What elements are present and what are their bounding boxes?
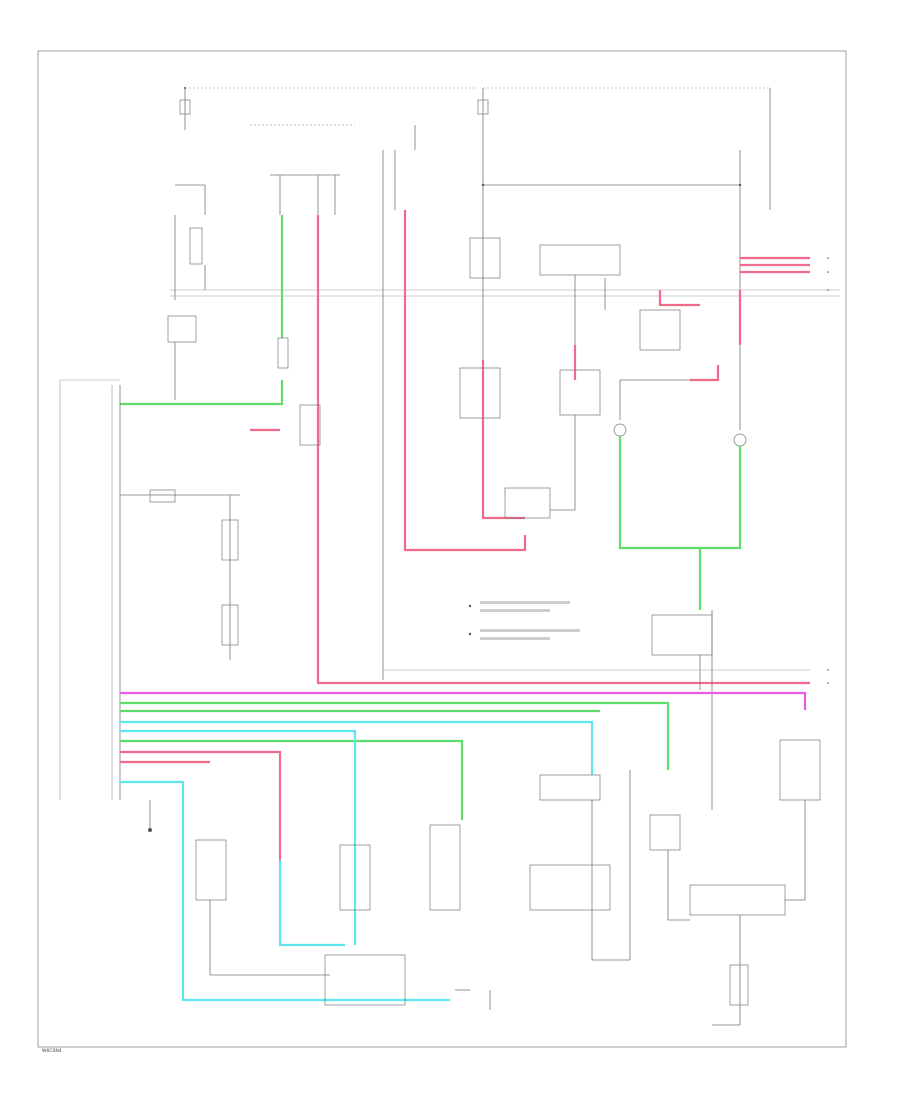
- pink-wire-ignition: [316, 215, 810, 685]
- green-wire-upper: [120, 215, 284, 406]
- right-connector: [383, 257, 829, 684]
- left-connector: [59, 379, 152, 832]
- relay-center: [469, 237, 621, 360]
- pink-bus-right: [740, 256, 810, 274]
- cyan-wire-bus-2: [120, 729, 357, 830]
- green-wire-lamp-return: [618, 436, 742, 610]
- legend-notes: [468, 601, 580, 640]
- relay-left-middle: [120, 404, 321, 660]
- component-bottom-left: [195, 839, 330, 976]
- power-feed-center: [477, 87, 771, 310]
- cyan-wire-loop: [278, 830, 357, 947]
- ignition-switch: [250, 124, 416, 680]
- relay-left-lower: [167, 315, 197, 400]
- cyan-wire-bus-1: [120, 720, 594, 775]
- footer-code: W6C0N4: [42, 1048, 62, 1054]
- component-bottom-mid: [324, 824, 491, 1010]
- switch-right-middle: [651, 610, 713, 810]
- green-wire-bus-1: [120, 701, 670, 770]
- magenta-wire-bus: [120, 691, 807, 710]
- green-wire-bus-3: [120, 739, 464, 820]
- component-bottom-right: [649, 739, 821, 1026]
- diagram-frame: [37, 50, 847, 1048]
- relay-left-upper: [170, 184, 840, 300]
- power-feed-left: [179, 87, 475, 130]
- pink-wire-relay-a: [481, 360, 525, 520]
- pink-wire-center: [403, 210, 527, 552]
- relay-right: [613, 290, 747, 447]
- pink-wire-bus-1: [120, 750, 282, 860]
- component-bottom-center: [529, 770, 631, 961]
- cyan-wire-bus-3: [120, 780, 355, 1002]
